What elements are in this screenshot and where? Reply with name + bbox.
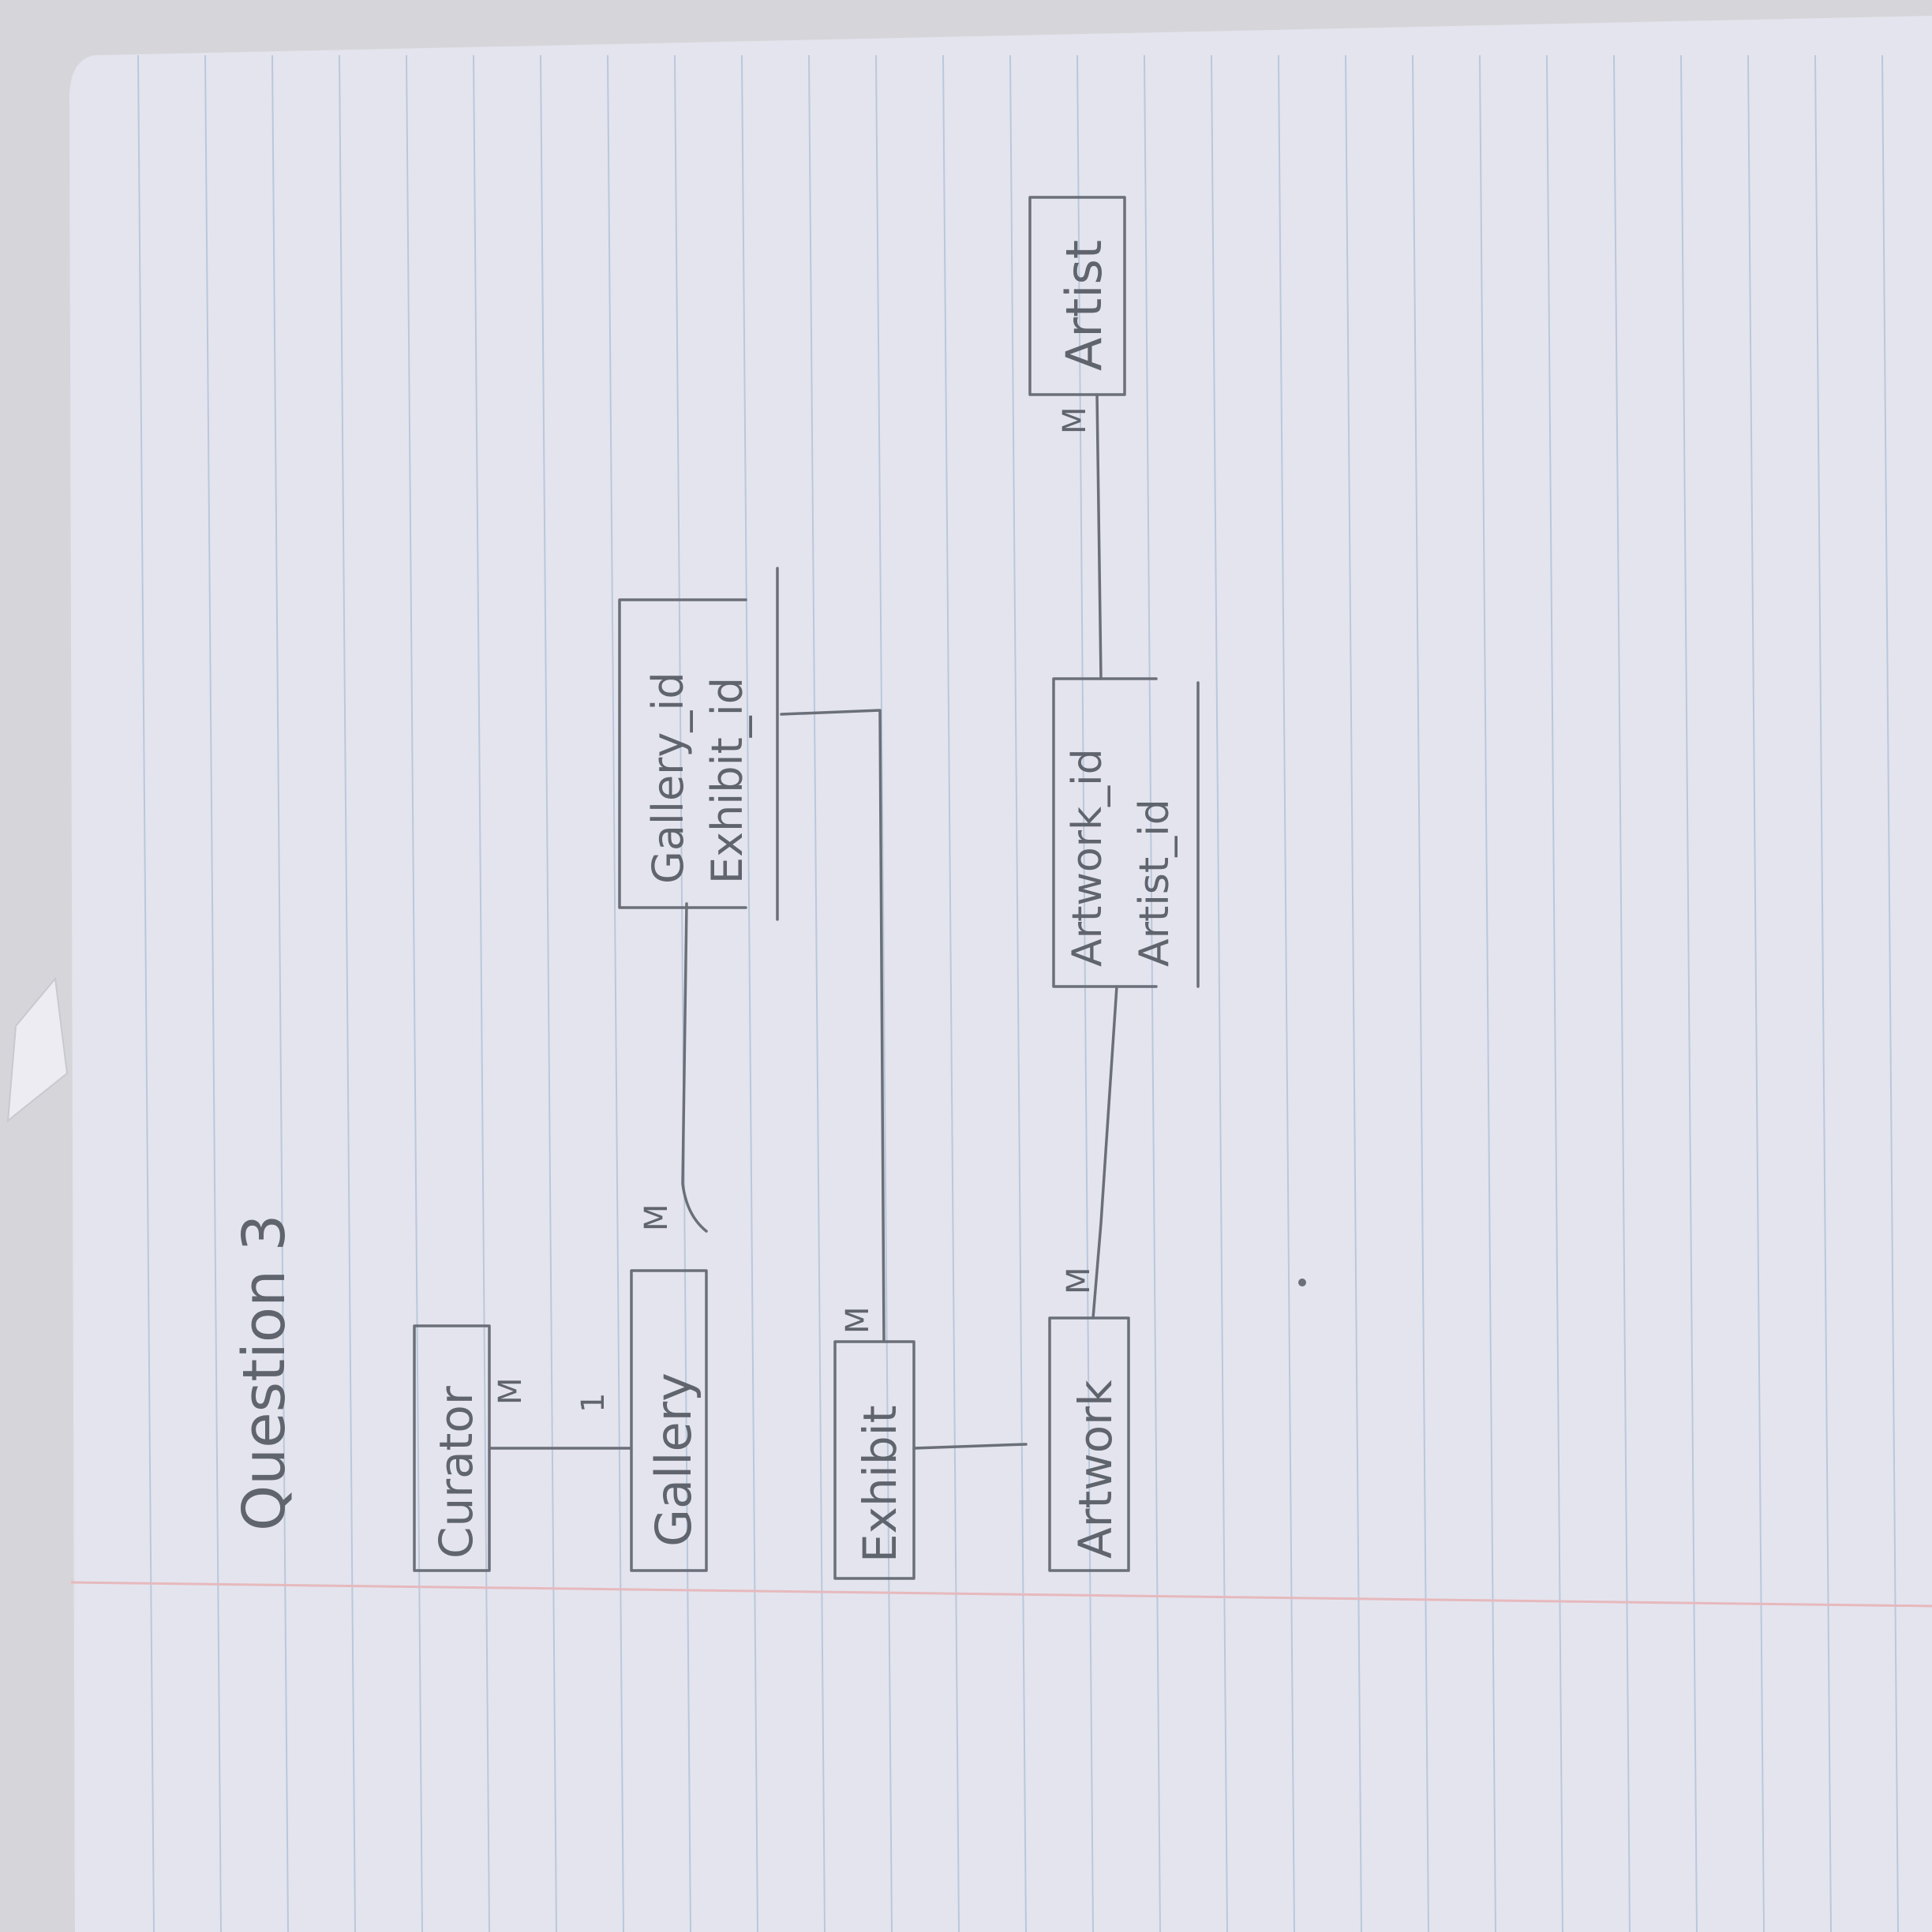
entity-artwork: Artwork — [1048, 1316, 1130, 1572]
rule-line — [1009, 54, 1027, 1932]
card-artist-to-junction: M — [1057, 406, 1093, 434]
card-gallery-side: 1 — [575, 1393, 612, 1413]
margin-line — [70, 1581, 1932, 1608]
junction-artwork-artist-field-2: Artist_id — [1131, 799, 1178, 967]
rule-line — [674, 54, 691, 1932]
artwork-box — [1048, 1316, 1130, 1572]
rule-line — [808, 54, 826, 1932]
rule-line — [1144, 54, 1161, 1932]
rule-line — [137, 54, 155, 1932]
entity-exhibit: Exhibit — [833, 1340, 915, 1580]
rule-line — [1278, 54, 1295, 1932]
rel-exhibit-artwork — [912, 1443, 1028, 1450]
junction-gallery-exhibit-field-2: Exhibit_id — [702, 677, 752, 884]
rule-line — [473, 54, 490, 1932]
ink-dot — [1298, 1279, 1306, 1286]
rule-line — [942, 54, 960, 1932]
rel-gallery-junction — [681, 902, 708, 1233]
card-exhibit-to-junction: M — [840, 1306, 876, 1334]
rule-line — [875, 54, 893, 1932]
rule-line — [271, 54, 289, 1932]
rule-line — [741, 54, 758, 1932]
rule-line — [1680, 54, 1698, 1932]
gallery-box — [630, 1269, 708, 1572]
gallery-label: Gallery — [645, 1372, 702, 1547]
rule-line — [1479, 54, 1496, 1932]
entity-artist: Artist — [1028, 196, 1126, 396]
exhibit-box — [833, 1340, 915, 1580]
page-heading: Question 3 — [230, 1214, 298, 1531]
rule-line — [339, 54, 356, 1932]
rule-line — [1613, 54, 1631, 1932]
artwork-label: Artwork — [1069, 1380, 1122, 1559]
entity-gallery: Gallery — [630, 1269, 708, 1572]
card-artwork-to-junction: M — [1061, 1267, 1097, 1294]
rel-artwork-junction — [1091, 985, 1118, 1320]
rule-line — [1814, 54, 1832, 1932]
junction-gallery-exhibit-field-1: Gallery_id — [643, 672, 693, 884]
rule-line — [204, 54, 222, 1932]
rule-line — [1747, 54, 1765, 1932]
rule-line — [1211, 54, 1228, 1932]
artist-label: Artist — [1055, 240, 1113, 371]
card-gallery-to-junction: M — [638, 1204, 675, 1231]
junction-artwork-artist-frame — [1052, 677, 1158, 988]
paper-sheet — [69, 16, 1932, 1932]
exhibit-label: Exhibit — [853, 1405, 907, 1563]
junction-gallery-exhibit: Gallery_id Exhibit_id — [618, 567, 779, 921]
junction-gallery-exhibit-frame — [618, 598, 747, 909]
rule-line — [1546, 54, 1563, 1932]
junction-artwork-artist: Artwork_id Artist_id — [1052, 677, 1200, 988]
artist-box — [1028, 196, 1126, 396]
folded-corner — [6, 976, 69, 1123]
rule-line — [1881, 54, 1899, 1932]
rel-exhibit-junction — [780, 709, 886, 1343]
entity-curator: Curator — [413, 1324, 491, 1572]
rel-artist-junction — [1095, 393, 1103, 680]
rule-line — [406, 54, 423, 1932]
junction-artwork-artist-field-1: Artwork_id — [1064, 748, 1111, 967]
rule-line — [540, 54, 557, 1932]
rule-line — [1076, 54, 1094, 1932]
ruled-lines — [137, 54, 1899, 1932]
card-curator-side: M — [492, 1377, 529, 1405]
rule-line — [607, 54, 624, 1932]
rule-line — [1412, 54, 1429, 1932]
rule-line — [1345, 54, 1362, 1932]
curator-label: Curator — [429, 1386, 483, 1559]
